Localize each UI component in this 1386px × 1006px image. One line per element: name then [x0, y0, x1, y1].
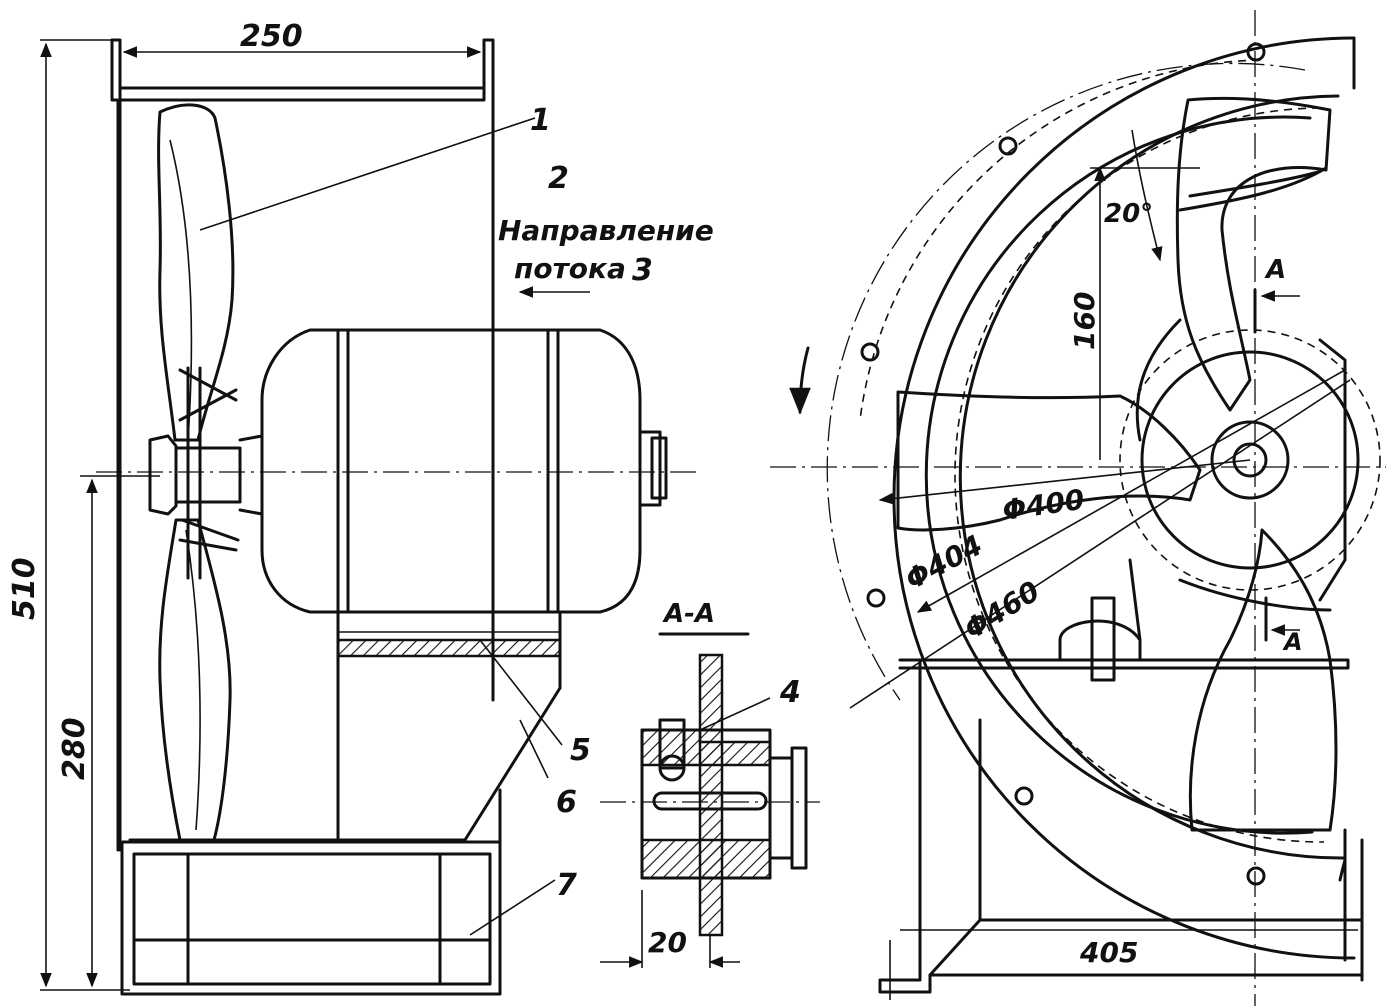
dim-axis-height: 280	[57, 717, 92, 780]
dim-base-width: 405	[1079, 936, 1138, 969]
rim-outer	[892, 36, 1356, 960]
flow-label-line1: Направление	[498, 214, 714, 247]
dim-width-top: 250	[240, 19, 303, 54]
part-label-1: 1	[530, 103, 551, 138]
part-label-5: 5	[570, 733, 591, 768]
dim-shaft-offset: 20	[648, 926, 687, 959]
section-a-a	[600, 632, 820, 968]
section-title: А-А	[662, 599, 715, 629]
dim-height-total: 510	[7, 557, 42, 620]
dim-blade-angle: 20°	[1104, 199, 1153, 229]
blade-left	[896, 390, 1202, 532]
base-frame	[120, 840, 502, 996]
hub-outer	[1140, 350, 1360, 570]
blade-bottom	[1188, 528, 1338, 832]
blade-top	[1175, 96, 1332, 412]
section-mark-bottom: А	[1282, 628, 1303, 656]
part-label-7: 7	[556, 868, 577, 903]
dim-d400: Φ400	[1000, 483, 1086, 527]
fan-blade-upper	[157, 103, 235, 442]
part-label-4: 4	[779, 675, 801, 710]
fan-blade-lower	[158, 518, 232, 842]
motor-body	[260, 328, 642, 614]
part-label-2: 2	[548, 161, 569, 196]
flow-label-line2: потока	[514, 252, 626, 285]
part-label-3: 3	[632, 253, 653, 288]
part-label-6: 6	[556, 785, 577, 820]
dim-d460: Φ460	[958, 574, 1045, 646]
dim-blade-height: 160	[1068, 292, 1101, 350]
section-mark-top: А	[1264, 255, 1286, 285]
front-view	[770, 10, 1386, 1006]
side-view	[40, 38, 700, 996]
